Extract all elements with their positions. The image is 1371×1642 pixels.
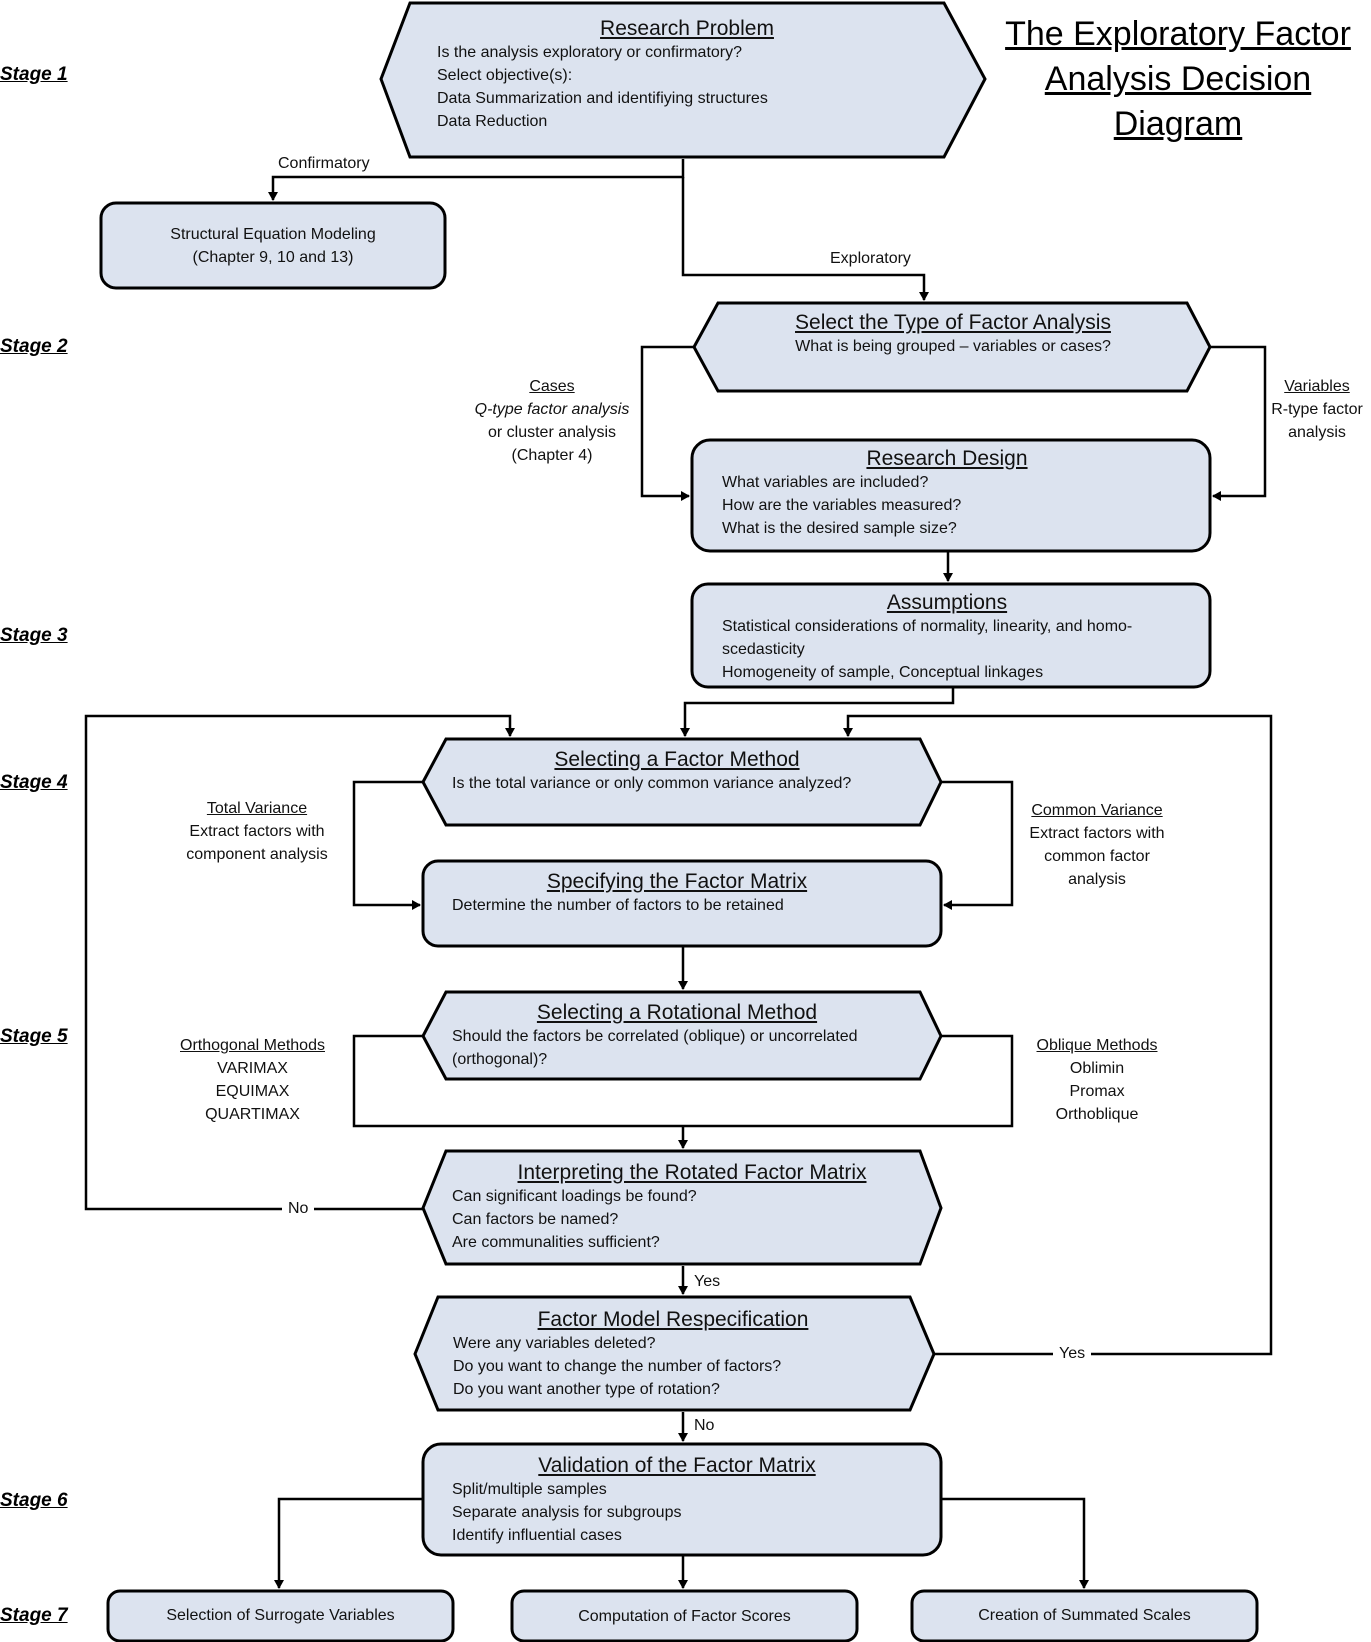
sem-shape — [99, 201, 447, 290]
node-line: Data Reduction — [437, 113, 548, 130]
node-title: Research Problem — [600, 17, 774, 40]
exploratory-label: Exploratory — [824, 249, 917, 269]
assumptions-node: Assumptions Statistical considerations o… — [722, 590, 1202, 684]
diagram-title: The Exploratory Factor Analysis Decision… — [1005, 15, 1351, 143]
validation-node: Validation of the Factor Matrix Split/mu… — [452, 1453, 932, 1547]
oblique-methods-label: Oblique Methods Oblimin Promax Orthobliq… — [1036, 1037, 1158, 1123]
surrogate-shape — [106, 1589, 455, 1642]
confirmatory-label: Confirmatory — [272, 154, 376, 174]
yes-interpret-label: Yes — [694, 1273, 721, 1290]
no-interpret-label: No — [282, 1199, 315, 1219]
factor-method-node: Selecting a Factor Method Is the total v… — [452, 747, 932, 795]
node-line: Determine the number of factors to be re… — [452, 897, 784, 914]
node-title: Selecting a Factor Method — [554, 748, 800, 771]
node-line: Are communalities sufficient? — [452, 1234, 660, 1251]
node-line: Computation of Factor Scores — [578, 1607, 791, 1625]
node-title: Selecting a Rotational Method — [536, 1001, 818, 1024]
node-line: Can significant loadings be found? — [452, 1188, 697, 1205]
node-line: Select objective(s): — [437, 67, 573, 84]
node-line: Do you want another type of rotation? — [453, 1381, 720, 1398]
node-line: Were any variables deleted? — [453, 1335, 656, 1352]
edge-assumptions-method — [680, 688, 955, 737]
node-line: How are the variables measured? — [722, 497, 962, 514]
edge-oblique — [683, 1034, 1014, 1128]
node-line: Separate analysis for subgroups — [452, 1504, 682, 1521]
node-line: Identify influential cases — [452, 1527, 622, 1544]
node-line: Creation of Summated Scales — [978, 1606, 1191, 1624]
node-line: Data Summarization and identifiying stru… — [437, 90, 768, 107]
orthogonal-methods-label: Orthogonal Methods VARIMAX EQUIMAX QUART… — [180, 1037, 325, 1123]
node-title: Validation of the Factor Matrix — [538, 1454, 816, 1477]
summated-shape — [910, 1589, 1259, 1642]
factor-matrix-shape — [421, 859, 943, 948]
node-line: What is being grouped – variables or cas… — [795, 338, 1111, 355]
research-design-node: Research Design What variables are inclu… — [722, 446, 1202, 540]
no-respec-label: No — [694, 1417, 715, 1434]
edge-common-variance — [941, 780, 1014, 910]
node-line: (orthogonal)? — [452, 1051, 548, 1068]
cases-branch-label: Cases Q-type factor analysis or cluster … — [474, 378, 630, 464]
node-line: scedasticity — [722, 641, 805, 658]
stage-3-label: Stage 3 — [0, 625, 68, 646]
node-title: Interpreting the Rotated Factor Matrix — [517, 1161, 867, 1184]
stage-5-label: Stage 5 — [0, 1026, 68, 1047]
node-line: Is the total variance or only common var… — [452, 775, 852, 792]
edge-validation-split — [274, 1497, 423, 1589]
respecification-node: Factor Model Respecification Were any va… — [453, 1307, 923, 1401]
stage-4-label: Stage 4 — [0, 772, 68, 793]
node-line: Homogeneity of sample, Conceptual linkag… — [722, 664, 1044, 681]
edge-orthogonal — [352, 1034, 683, 1128]
edge-exploratory — [681, 177, 929, 301]
edge-cases — [640, 345, 694, 501]
interpreting-node: Interpreting the Rotated Factor Matrix C… — [452, 1160, 932, 1254]
node-line: Structural Equation Modeling — [170, 225, 376, 243]
node-line: Selection of Surrogate Variables — [166, 1606, 395, 1624]
edge-confirmatory — [268, 159, 685, 201]
node-line: (Chapter 9, 10 and 13) — [192, 248, 354, 266]
sem-node: Structural Equation Modeling (Chapter 9,… — [101, 203, 445, 288]
common-variance-label: Common Variance Extract factors with com… — [1029, 802, 1165, 888]
node-line: Statistical considerations of normality,… — [722, 618, 1133, 635]
factor-scores-node: Computation of Factor Scores — [512, 1591, 857, 1641]
research-problem-shape — [379, 1, 987, 159]
edge-interpret-no — [84, 714, 515, 1211]
surrogate-node: Selection of Surrogate Variables — [108, 1591, 453, 1639]
stage-2-label: Stage 2 — [0, 336, 68, 357]
respecification-shape — [413, 1295, 936, 1412]
node-line: Split/multiple samples — [452, 1481, 607, 1498]
factor-scores-shape — [510, 1589, 859, 1642]
node-title: Specifying the Factor Matrix — [546, 870, 808, 893]
research-problem-node: Research Problem Is the analysis explora… — [437, 16, 937, 133]
edge-variables — [1210, 345, 1267, 501]
node-line: Should the factors be correlated (obliqu… — [452, 1028, 858, 1045]
select-type-node: Select the Type of Factor Analysis What … — [718, 310, 1188, 358]
edge-respec-yes — [843, 714, 1273, 1356]
node-line: Do you want to change the number of fact… — [453, 1358, 782, 1375]
stage-1-label: Stage 1 — [0, 64, 68, 85]
variables-branch-label: Variables R-type factor analysis — [1271, 378, 1363, 441]
assumptions-shape — [690, 582, 1212, 689]
total-variance-label: Total Variance Extract factors with comp… — [186, 800, 328, 863]
node-title: Select the Type of Factor Analysis — [795, 311, 1111, 334]
node-title: Factor Model Respecification — [537, 1308, 809, 1331]
node-line: Can factors be named? — [452, 1211, 619, 1228]
stage-6-label: Stage 6 — [0, 1490, 68, 1511]
node-title: Assumptions — [886, 591, 1008, 614]
research-design-shape — [690, 438, 1212, 553]
stage-7-label: Stage 7 — [0, 1605, 68, 1626]
yes-respec-label: Yes — [1053, 1344, 1092, 1364]
node-line: What variables are included? — [722, 474, 929, 491]
edge-validation-summated — [941, 1497, 1089, 1589]
node-line: Is the analysis exploratory or confirmat… — [437, 44, 743, 61]
edge-total-variance — [352, 780, 423, 910]
factor-matrix-node: Specifying the Factor Matrix Determine t… — [452, 869, 932, 917]
summated-node: Creation of Summated Scales — [912, 1591, 1257, 1639]
node-line: What is the desired sample size? — [722, 520, 957, 537]
rotational-method-node: Selecting a Rotational Method Should the… — [452, 1000, 932, 1071]
node-title: Research Design — [866, 447, 1028, 470]
